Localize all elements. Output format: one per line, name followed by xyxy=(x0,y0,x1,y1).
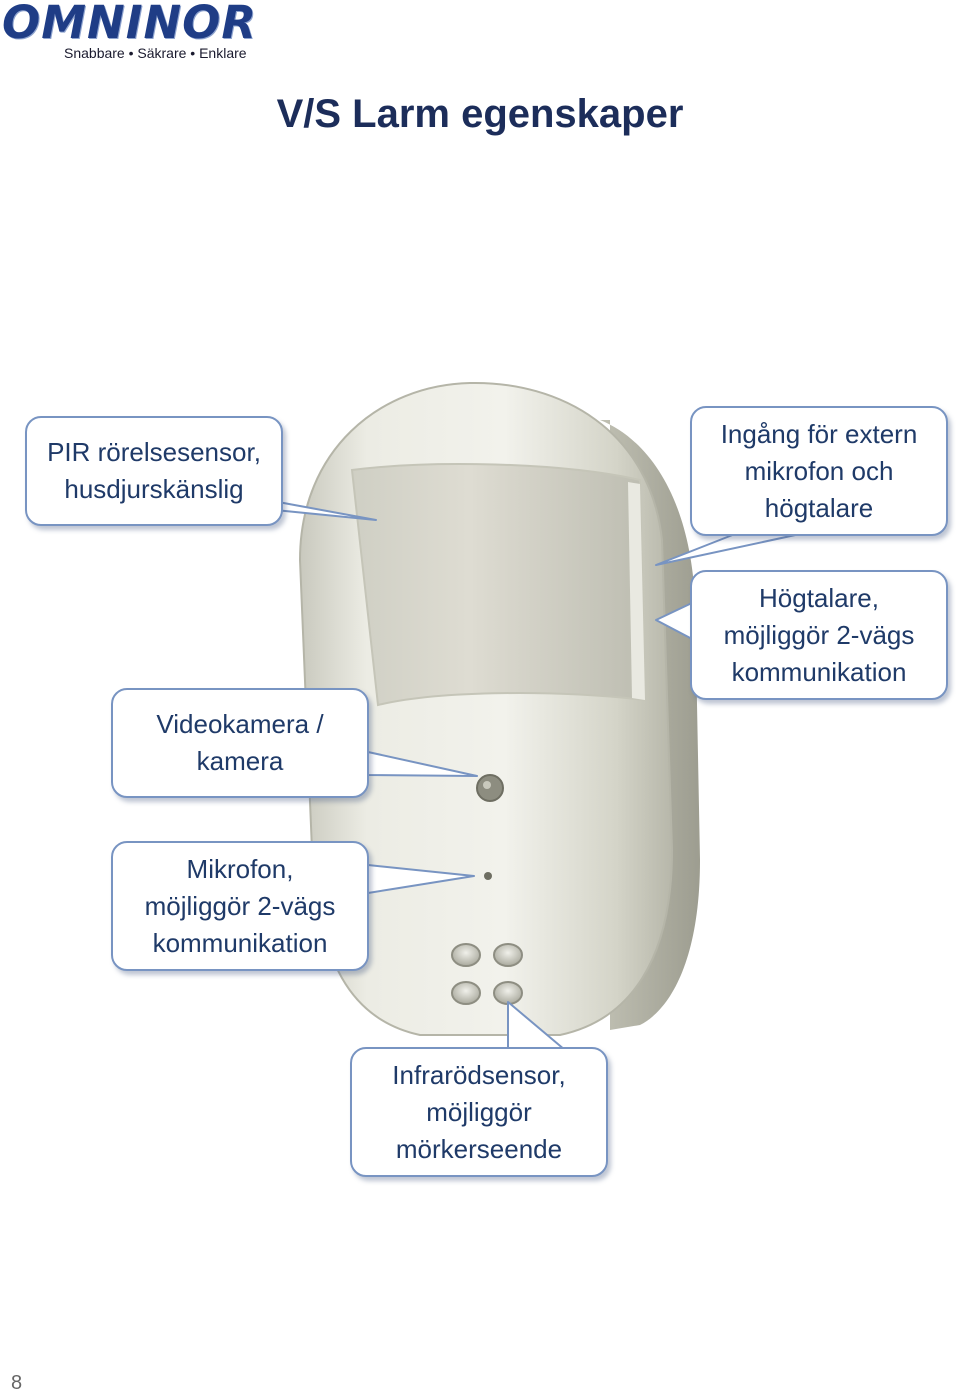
callout-external-input: Ingång för extern mikrofon och högtalare xyxy=(690,406,948,536)
pointer-speaker xyxy=(655,601,695,641)
callout-microphone: Mikrofon, möjliggör 2-vägs kommunikation xyxy=(111,841,369,971)
pointer-microphone xyxy=(367,864,475,894)
company-logo: OMNINOR Snabbare • Säkrare • Enklare xyxy=(2,0,256,66)
callout-camera: Videokamera / kamera xyxy=(111,688,369,798)
pointer-camera xyxy=(367,751,478,777)
pointer-infrared xyxy=(507,1001,566,1051)
callout-speaker: Högtalare, möjliggör 2-vägs kommunikatio… xyxy=(690,570,948,700)
callout-pir-sensor: PIR rörelsesensor, husdjurskänslig xyxy=(25,416,283,526)
pointer-ext-input xyxy=(655,533,801,566)
page-number: 8 xyxy=(11,1372,23,1394)
callout-infrared: Infrarödsensor, möjliggör mörkerseende xyxy=(350,1047,608,1177)
page-title: V/S Larm egenskaper xyxy=(276,92,684,136)
logo-tagline: Snabbare • Säkrare • Enklare xyxy=(64,45,247,61)
logo-wordmark: OMNINOR xyxy=(2,0,258,49)
